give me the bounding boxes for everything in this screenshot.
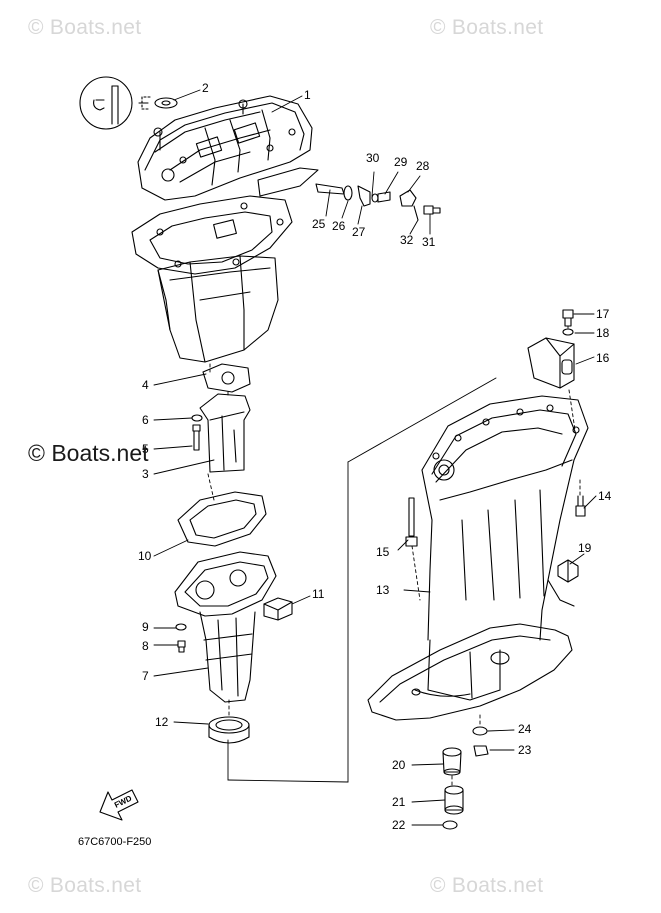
callout-27: 27 (352, 225, 366, 239)
watermark-middle: © Boats.net (28, 440, 149, 466)
fwd-arrow-icon (99, 789, 139, 821)
part-20-bushing (442, 747, 462, 776)
callout-12: 12 (155, 715, 169, 729)
part-4-gasket (202, 363, 251, 393)
callout-26: 26 (332, 219, 346, 233)
callout-22: 22 (392, 818, 406, 832)
upper-gasket (131, 195, 293, 275)
part-11-block (263, 597, 293, 621)
part-3-exhaust-pipe (199, 393, 251, 473)
watermark-top-right: © Boats.net (430, 16, 544, 39)
watermark-bottom-left: © Boats.net (28, 874, 142, 897)
part-8-bolt (177, 640, 186, 653)
part-13-lower-casing (367, 395, 589, 721)
part-10-gasket (177, 491, 267, 547)
watermark-bottom-right: © Boats.net (430, 874, 544, 897)
part-31-bolt (423, 205, 441, 215)
callout-21: 21 (392, 795, 406, 809)
callout-16: 16 (596, 351, 610, 365)
callout-9: 9 (142, 620, 149, 634)
callout-5: 5 (142, 442, 149, 456)
callout-8: 8 (142, 639, 149, 653)
part-7-exhaust-manifold (174, 551, 277, 703)
callout-2: 2 (202, 81, 209, 95)
callout-23: 23 (518, 743, 532, 757)
callout-1: 1 (304, 88, 311, 102)
part-9-washer (175, 623, 187, 631)
part-14-bolt (575, 495, 586, 517)
part-24-washer (472, 726, 488, 736)
callout-13: 13 (376, 583, 390, 597)
callout-14: 14 (598, 489, 612, 503)
callout-29: 29 (394, 155, 408, 169)
leader-lines (153, 89, 597, 826)
callout-4: 4 (142, 378, 149, 392)
part-15-bolt (405, 497, 418, 547)
watermark-top-left: © Boats.net (28, 16, 142, 39)
callout-3: 3 (142, 467, 149, 481)
part-23-bolt (473, 745, 489, 757)
callout-19: 19 (578, 541, 592, 555)
callout-30: 30 (366, 151, 380, 165)
part-26-bushing (343, 185, 353, 201)
oil-pan (157, 255, 279, 363)
callout-numbers: 1 2 3 4 5 6 7 8 9 10 11 12 13 14 15 16 1… (138, 81, 612, 832)
part-2-plug (154, 97, 178, 109)
part-21-sleeve (444, 785, 464, 815)
callout-6: 6 (142, 413, 149, 427)
callout-32: 32 (400, 233, 414, 247)
part-16-bracket (527, 337, 575, 389)
callout-17: 17 (596, 307, 610, 321)
part-5-bolt (192, 424, 201, 451)
part-6-washer (191, 414, 203, 422)
callout-18: 18 (596, 326, 610, 340)
callout-15: 15 (376, 545, 390, 559)
part-27-bracket (357, 185, 371, 207)
callout-25: 25 (312, 217, 326, 231)
callout-7: 7 (142, 669, 149, 683)
inset-detail (79, 76, 151, 130)
diagram-code: 67C6700-F250 (78, 836, 152, 848)
callout-31: 31 (422, 235, 436, 249)
part-29-screw (371, 191, 391, 203)
part-32-spring (413, 205, 419, 221)
callout-24: 24 (518, 722, 532, 736)
part-1-upper-casing (137, 95, 319, 201)
part-22-o-ring (442, 820, 458, 830)
part-19-plug (557, 559, 579, 583)
part-18-washer (562, 328, 574, 336)
part-12-seal (208, 716, 250, 744)
callout-20: 20 (392, 758, 406, 772)
part-17-bolt (562, 309, 574, 327)
callout-11: 11 (312, 587, 325, 601)
assembly-bracket (227, 377, 497, 783)
callout-28: 28 (416, 159, 430, 173)
callout-10: 10 (138, 549, 152, 563)
